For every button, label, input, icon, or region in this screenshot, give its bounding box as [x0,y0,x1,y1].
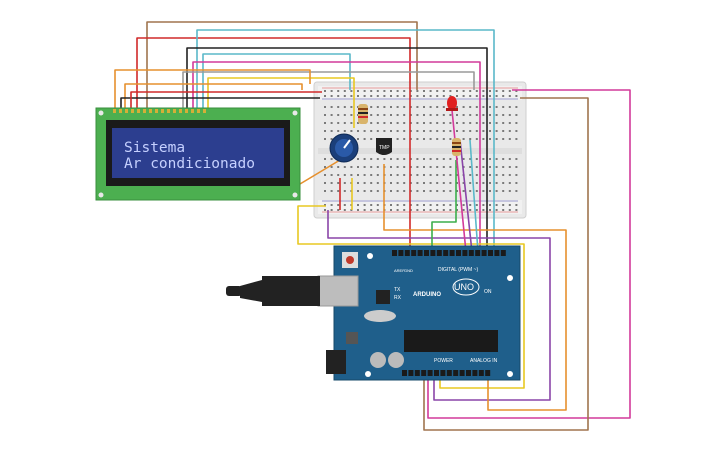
wire-magenta-top [192,61,481,252]
lcd-line-1: Sistema [124,140,185,156]
wire-black-top [186,47,488,252]
tx-label: TX [394,287,401,293]
wire-orange-sensor [383,164,567,411]
wire-black-2 [120,97,320,108]
wire-orange-2 [124,83,303,108]
wire-red-top [136,37,411,252]
power-label: POWER [434,358,453,364]
digital-label: DIGITAL (PWM ~) [438,267,478,273]
on-label: ON [484,289,492,295]
temperature-sensor: TMP [376,138,392,155]
gnd-label: GND [404,268,413,273]
led-red [446,96,458,111]
wire-magenta-led [451,109,467,253]
lcd-line-2: Ar condicionado [124,156,255,172]
aref-label: AREF [394,268,405,273]
wire-orange-pot [299,159,341,185]
usb-cable [226,275,359,307]
arduino-model: UNO [454,282,474,292]
wire-cyan-led [469,139,479,253]
digital-header [392,250,506,256]
wire-cyan-top [196,29,495,252]
wire-purple [327,210,551,401]
wire-purple-led [459,139,473,253]
power-analog-header [402,370,491,376]
resistor-top [358,104,368,124]
arduino-logo: ARDUINO [413,292,441,298]
lcd-display: Sistema Ar condicionado [95,107,301,201]
lcd-pins [113,109,206,113]
wire-magenta-right [427,89,631,419]
sensor-label: TMP [379,145,390,151]
wire-yellow-top [207,77,355,128]
resistor-led [452,138,461,156]
rx-label: RX [394,295,402,301]
wires [114,21,631,431]
wire-yellow-left [297,205,525,389]
analog-label: ANALOG IN [470,358,498,364]
wire-orange-top [114,69,311,108]
potentiometer [329,133,359,163]
arduino-uno: DIGITAL (PWM ~) ARDUINO UNO ON TX RX POW… [326,245,521,381]
wire-red-2 [130,91,322,108]
wire-green [431,160,457,252]
wire-brown-right [423,97,589,431]
wire-brown-top [146,21,418,108]
wire-grey-top [182,71,475,108]
